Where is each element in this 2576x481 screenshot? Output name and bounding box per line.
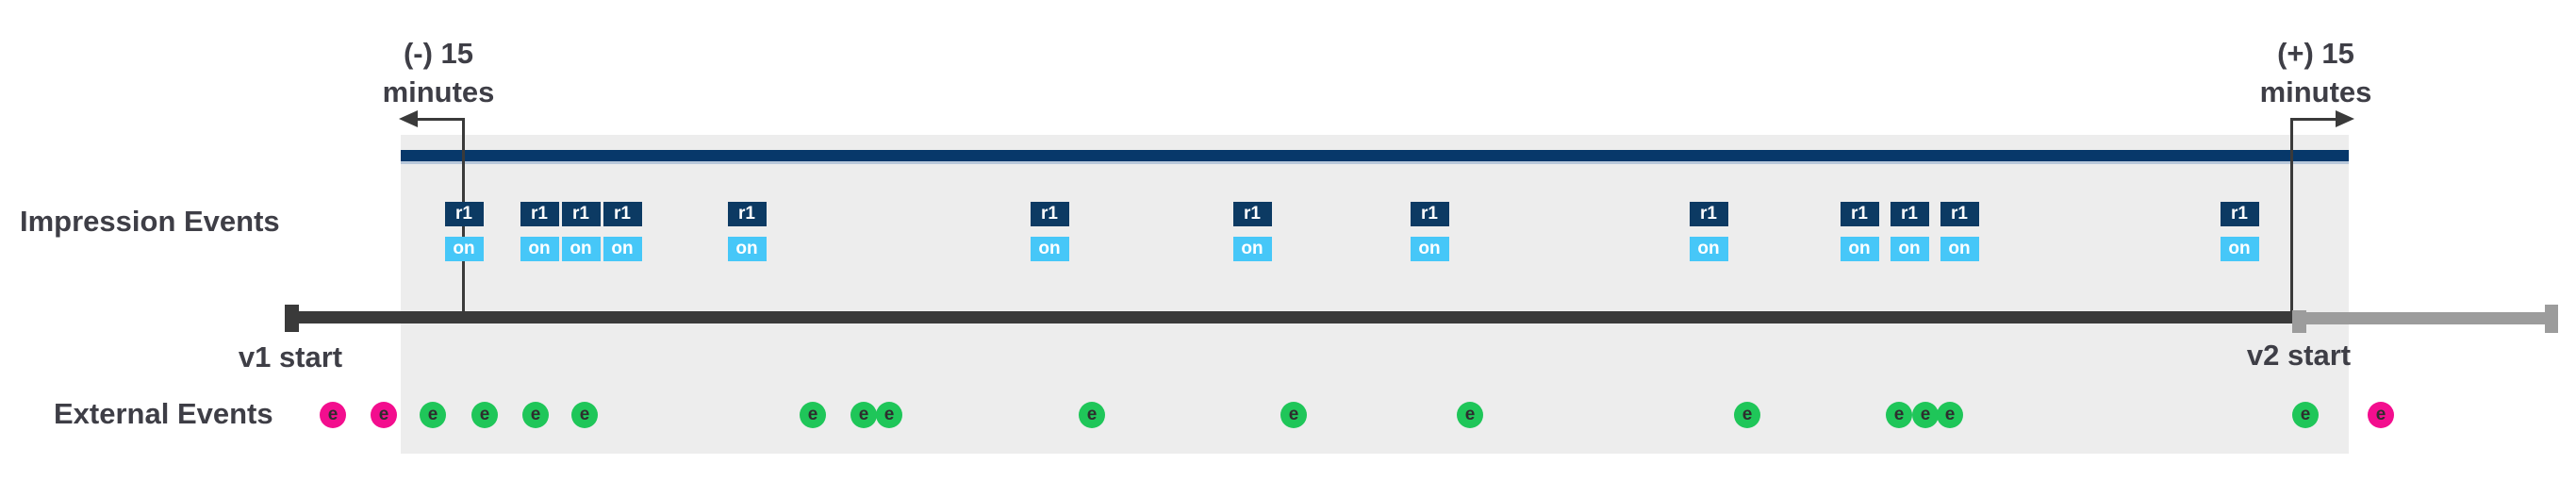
impression-event: r1 on — [1232, 202, 1272, 261]
external-event-included: e — [876, 402, 902, 428]
external-event-included: e — [850, 402, 877, 428]
external-event-included: e — [420, 402, 446, 428]
impression-r1-box: r1 — [1890, 202, 1929, 226]
minus-15-minutes-annotation: (-) 15 minutes — [325, 34, 552, 111]
external-event-included: e — [1937, 402, 1963, 428]
plus-15-line2: minutes — [2259, 75, 2372, 108]
impression-event: r1 on — [1410, 202, 1449, 261]
impression-events-row-label: Impression Events — [20, 205, 280, 238]
external-event-included: e — [571, 402, 598, 428]
external-event-included: e — [2292, 402, 2319, 428]
impression-event: r1 on — [1030, 202, 1069, 261]
plus-window-arrowhead-icon — [2336, 110, 2354, 127]
external-event-excluded: e — [371, 402, 397, 428]
campaign-flight-bar — [401, 150, 2349, 161]
impression-r1-box: r1 — [2220, 202, 2259, 226]
external-events-row-label: External Events — [54, 397, 273, 430]
impression-event: r1 on — [561, 202, 601, 261]
impression-on-badge: on — [1410, 237, 1449, 261]
external-event-included: e — [1886, 402, 1912, 428]
impression-event: r1 on — [444, 202, 484, 261]
impression-on-badge: on — [1840, 237, 1879, 261]
impression-on-badge: on — [520, 237, 559, 261]
external-event-excluded: e — [320, 402, 346, 428]
plus-window-arrow-line — [2292, 118, 2337, 121]
impression-r1-box: r1 — [1689, 202, 1728, 226]
external-event-included: e — [800, 402, 826, 428]
measurement-window-panel — [401, 135, 2349, 454]
impression-r1-box: r1 — [1410, 202, 1449, 226]
impression-event: r1 on — [1940, 202, 1979, 261]
v2-end-cap — [2545, 305, 2558, 333]
impression-r1-box: r1 — [1030, 202, 1069, 226]
impression-on-badge: on — [1940, 237, 1979, 261]
external-event-included: e — [522, 402, 549, 428]
v2-timeline-bar — [2294, 312, 2558, 324]
impression-r1-box: r1 — [444, 202, 484, 226]
impression-r1-box: r1 — [520, 202, 559, 226]
plus-15-line1: (+) 15 — [2277, 37, 2354, 70]
impression-r1-box: r1 — [561, 202, 601, 226]
impression-on-badge: on — [603, 237, 642, 261]
v1-start-label: v1 start — [238, 340, 343, 373]
external-event-included: e — [1457, 402, 1483, 428]
impression-on-badge: on — [561, 237, 601, 261]
impression-r1-box: r1 — [1232, 202, 1272, 226]
impression-on-badge: on — [1232, 237, 1272, 261]
external-event-excluded: e — [2368, 402, 2394, 428]
external-event-included: e — [1079, 402, 1105, 428]
impression-on-badge: on — [444, 237, 484, 261]
impression-event: r1 on — [2220, 202, 2259, 261]
external-event-included: e — [1912, 402, 1939, 428]
impression-on-badge: on — [1030, 237, 1069, 261]
external-event-included: e — [1280, 402, 1307, 428]
impression-event: r1 on — [603, 202, 642, 261]
impression-on-badge: on — [2220, 237, 2259, 261]
impression-on-badge: on — [1890, 237, 1929, 261]
impression-on-badge: on — [727, 237, 767, 261]
impression-r1-box: r1 — [1940, 202, 1979, 226]
external-event-included: e — [1734, 402, 1760, 428]
impression-event: r1 on — [727, 202, 767, 261]
impression-on-badge: on — [1689, 237, 1728, 261]
minus-window-arrow-line — [416, 118, 463, 121]
v2-start-label: v2 start — [2246, 339, 2352, 372]
external-event-included: e — [471, 402, 498, 428]
impression-event: r1 on — [1689, 202, 1728, 261]
plus-15-minutes-annotation: (+) 15 minutes — [2203, 34, 2429, 111]
v2-plus-window-guide-line — [2290, 118, 2293, 311]
impression-event: r1 on — [1890, 202, 1929, 261]
impression-r1-box: r1 — [603, 202, 642, 226]
impression-r1-box: r1 — [1840, 202, 1879, 226]
minus-15-line1: (-) 15 — [403, 37, 474, 70]
minus-window-arrowhead-icon — [399, 110, 418, 127]
campaign-flight-bar-underline — [401, 161, 2349, 164]
impression-event: r1 on — [520, 202, 559, 261]
minus-15-line2: minutes — [382, 75, 495, 108]
impression-r1-box: r1 — [727, 202, 767, 226]
impression-event: r1 on — [1840, 202, 1879, 261]
v1-timeline-bar — [285, 311, 2294, 323]
